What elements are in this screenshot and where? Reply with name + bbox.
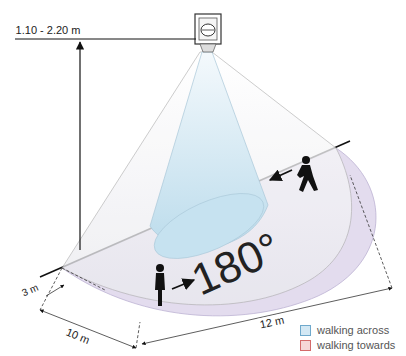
dim-3m [46,285,64,296]
dim-extension [62,268,105,290]
legend-text: walking towards [317,339,395,351]
sensor-lens [201,24,215,36]
walk-arrow [270,170,292,180]
legend-item: walking across [300,324,389,336]
depth-dimension: 10 m [63,325,94,347]
dim-12m [142,288,392,344]
dim-10m [40,310,136,348]
person-towards [155,264,165,306]
distance-dimension: 3 m [18,281,41,299]
height-arrow [79,42,80,250]
dim-extension [350,175,392,288]
legend-item: walking towards [300,339,395,351]
outer-cone [62,52,352,305]
walk-arrow [172,280,194,289]
person-across [297,156,318,192]
sensor-frame [199,18,217,40]
sensor-plate [195,14,221,44]
legend-swatch [300,340,311,351]
sensor-head [200,44,216,52]
dim-extension [40,268,62,310]
width-dimension: 12 m [257,313,287,331]
height-dimension: 1.10 - 2.20 m [16,24,81,36]
legend-swatch [300,325,311,336]
legend-text: walking across [317,324,389,336]
height-ref-line [15,39,196,40]
sensor-lens-line [202,30,214,31]
dim-extension [136,322,140,348]
